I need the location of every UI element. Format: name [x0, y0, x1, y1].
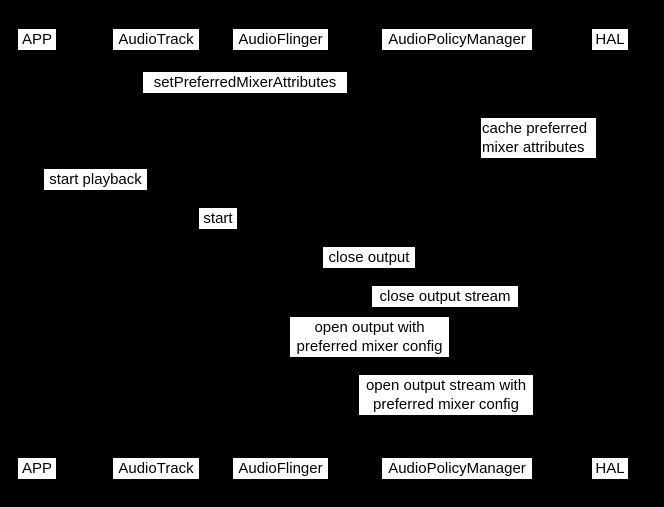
participant-header-audiopolicymanager[interactable]: AudioPolicyManager	[382, 29, 532, 50]
arrow-close-output-stream	[457, 308, 610, 309]
participant-header-hal[interactable]: HAL	[592, 29, 628, 50]
lifeline-audiotrack	[156, 52, 157, 458]
message-label-set-preferred-mixer-attributes: setPreferredMixerAttributes	[143, 72, 347, 93]
lifeline-audiopolicymanager	[457, 52, 458, 458]
arrow-close-output	[280, 269, 457, 270]
arrow-start	[156, 230, 280, 231]
participant-footer-audioflinger[interactable]: AudioFlinger	[233, 458, 328, 479]
message-label-start: start	[199, 208, 237, 229]
participant-header-audioflinger[interactable]: AudioFlinger	[233, 29, 328, 50]
participant-footer-app[interactable]: APP	[18, 458, 56, 479]
message-label-cache-preferred-mixer-attributes: cache preferred mixer attributes	[481, 118, 596, 158]
participant-footer-audiopolicymanager[interactable]: AudioPolicyManager	[382, 458, 532, 479]
lifeline-app	[36, 52, 37, 458]
message-label-close-output: close output	[323, 247, 415, 268]
participant-header-app[interactable]: APP	[18, 29, 56, 50]
arrow-open-output-stream-with-preferred-mixer-config	[457, 417, 610, 418]
arrow-set-preferred-mixer-attributes	[36, 94, 457, 95]
lifeline-hal	[610, 52, 611, 458]
message-label-start-playback: start playback	[44, 169, 147, 190]
participant-footer-audiotrack[interactable]: AudioTrack	[113, 458, 199, 479]
lifeline-audioflinger	[280, 52, 281, 458]
message-label-open-output-stream-with-preferred-mixer-config: open output stream with preferred mixer …	[359, 375, 533, 415]
message-label-open-output-with-preferred-mixer-config: open output with preferred mixer config	[290, 317, 449, 357]
arrow-open-output-with-preferred-mixer-config	[280, 357, 457, 358]
participant-header-audiotrack[interactable]: AudioTrack	[113, 29, 199, 50]
message-label-close-output-stream: close output stream	[372, 286, 518, 307]
participant-footer-hal[interactable]: HAL	[592, 458, 628, 479]
arrow-start-playback	[36, 191, 156, 192]
